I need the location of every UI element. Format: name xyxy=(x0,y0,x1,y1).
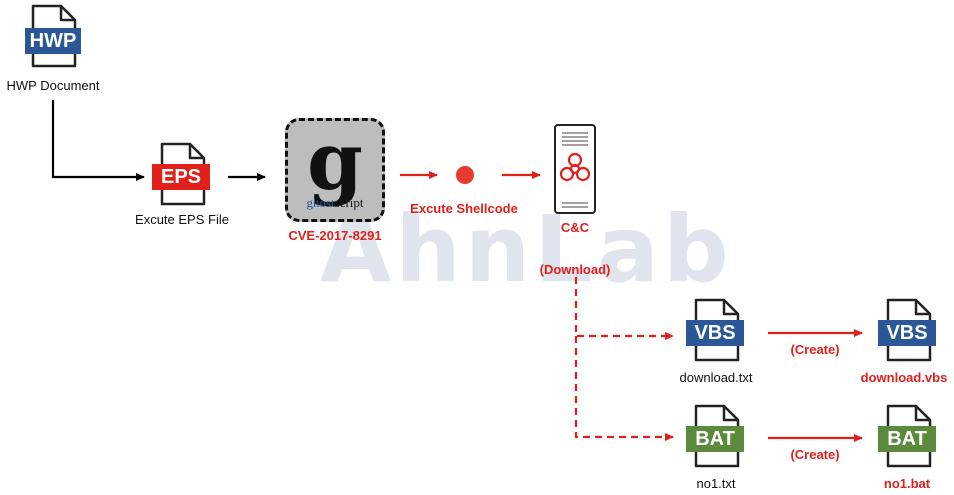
vbs-created-label: download.vbs xyxy=(860,370,948,385)
cnc-server-node xyxy=(553,123,597,215)
hwp-badge: HWP xyxy=(25,28,81,54)
eps-badge: EPS xyxy=(152,164,210,190)
hwp-document-node: HWP xyxy=(23,4,83,68)
eps-file-node: EPS xyxy=(150,142,212,206)
bat-badge: BAT xyxy=(878,426,936,452)
ghostscript-wordmark-a: ghost xyxy=(306,195,335,210)
bat-created-label: no1.bat xyxy=(883,476,931,491)
ghostscript-glyph-icon: g xyxy=(307,114,363,208)
create-bat-label: (Create) xyxy=(790,447,840,462)
bat-created-node: BAT xyxy=(876,404,938,468)
watermark-text: AhnLab xyxy=(320,196,733,303)
vbs-download-node: VBS xyxy=(684,298,746,362)
vbs-download-label: download.txt xyxy=(679,370,753,385)
edge-hwp-to-eps xyxy=(51,100,145,181)
ghostscript-node: g ghostscript xyxy=(285,114,385,222)
cnc-download-label: (Download) xyxy=(539,262,611,277)
ghostscript-cve-label: CVE-2017-8291 xyxy=(288,228,382,243)
bat-badge: BAT xyxy=(686,426,744,452)
server-biohazard-icon xyxy=(554,124,596,214)
shellcode-dot-icon xyxy=(456,166,474,184)
vbs-badge: VBS xyxy=(878,320,936,346)
ghostscript-wordmark: ghostscript xyxy=(288,195,382,211)
ghostscript-wordmark-b: script xyxy=(334,195,364,210)
shellcode-label: Excute Shellcode xyxy=(410,201,518,216)
eps-file-label: Excute EPS File xyxy=(135,212,229,227)
hwp-document-label: HWP Document xyxy=(6,78,100,93)
vbs-created-node: VBS xyxy=(876,298,938,362)
edge-cnc-to-vbs xyxy=(574,277,674,340)
create-vbs-label: (Create) xyxy=(790,342,840,357)
bat-download-label: no1.txt xyxy=(696,476,736,491)
cnc-label: C&C xyxy=(560,220,590,235)
vbs-badge: VBS xyxy=(686,320,744,346)
bat-download-node: BAT xyxy=(684,404,746,468)
edge-cnc-to-bat xyxy=(574,336,674,441)
